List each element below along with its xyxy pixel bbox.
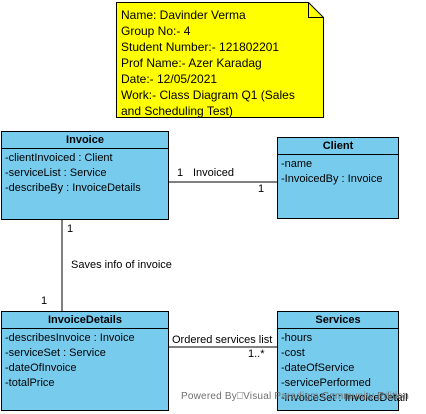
note-line-group: Group No:- 4 — [121, 24, 191, 38]
attribute: -cost — [281, 347, 305, 359]
attribute: -servicePerformed — [281, 377, 371, 389]
invoice-class-title: Invoice — [2, 132, 168, 149]
attribute: -clientInvoiced : Client — [5, 152, 113, 164]
invoice-details-class[interactable]: InvoiceDetails -describesInvoice : Invoi… — [1, 311, 169, 411]
note-line-prof: Prof Name:- Azer Karadag — [121, 56, 262, 70]
note-line-student-number: Student Number:- 121802201 — [121, 40, 280, 54]
invoiced-mult-invoice: 1 — [177, 167, 184, 179]
invoice-class[interactable]: Invoice -clientInvoiced : Client -servic… — [1, 131, 169, 220]
attribute: -serviceSet : Service — [5, 347, 106, 359]
attribute: -totalPrice — [5, 377, 55, 389]
attribute: -dateOfService — [281, 362, 355, 374]
saves-info-mult-details: 1 — [41, 295, 48, 307]
note-text: Name: Davinder Verma Group No:- 4 Studen… — [121, 7, 317, 119]
invoiced-mult-client: 1 — [258, 183, 265, 195]
client-class-title: Client — [278, 138, 398, 155]
services-class-title: Services — [278, 312, 398, 329]
info-note: Name: Davinder Verma Group No:- 4 Studen… — [116, 2, 324, 118]
saves-info-label: Saves info of invoice — [71, 259, 172, 271]
note-shape — [116, 2, 324, 118]
note-line-name: Name: Davinder Verma — [121, 8, 246, 22]
invoice-class-attributes: -clientInvoiced : Client -serviceList : … — [2, 149, 168, 196]
saves-info-mult-invoice: 1 — [67, 223, 74, 235]
invoice-details-class-title: InvoiceDetails — [2, 312, 168, 329]
note-line-date: Date:- 12/05/2021 — [121, 72, 218, 86]
client-class[interactable]: Client -name -InvoicedBy : Invoice — [277, 137, 399, 219]
watermark-text: Powered By⎕Visual Paradigm Community Edi… — [181, 391, 410, 402]
ordered-mult-services: 1..* — [248, 348, 265, 360]
attribute: -hours — [281, 332, 313, 344]
client-class-attributes: -name -InvoicedBy : Invoice — [278, 155, 398, 187]
note-line-work: Work:- Class Diagram Q1 (Sales and Sched… — [121, 88, 295, 118]
invoice-details-class-attributes: -describesInvoice : Invoice -serviceSet … — [2, 329, 168, 391]
attribute: -InvoicedBy : Invoice — [281, 173, 383, 185]
attribute: -serviceList : Service — [5, 167, 107, 179]
attribute: -describesInvoice : Invoice — [5, 332, 135, 344]
attribute: -invoiceSet : InvoiceDetail — [281, 392, 408, 404]
services-class[interactable]: Services -hours -cost -dateOfService -se… — [277, 311, 408, 411]
services-class-attributes: -hours -cost -dateOfService -servicePerf… — [278, 329, 408, 406]
attribute: -name — [281, 158, 313, 170]
ordered-label: Ordered services list — [172, 334, 273, 346]
attribute: -dateOfInvoice — [5, 362, 77, 374]
invoiced-label: Invoiced — [193, 167, 234, 179]
attribute: -describeBy : InvoiceDetails — [5, 182, 141, 194]
